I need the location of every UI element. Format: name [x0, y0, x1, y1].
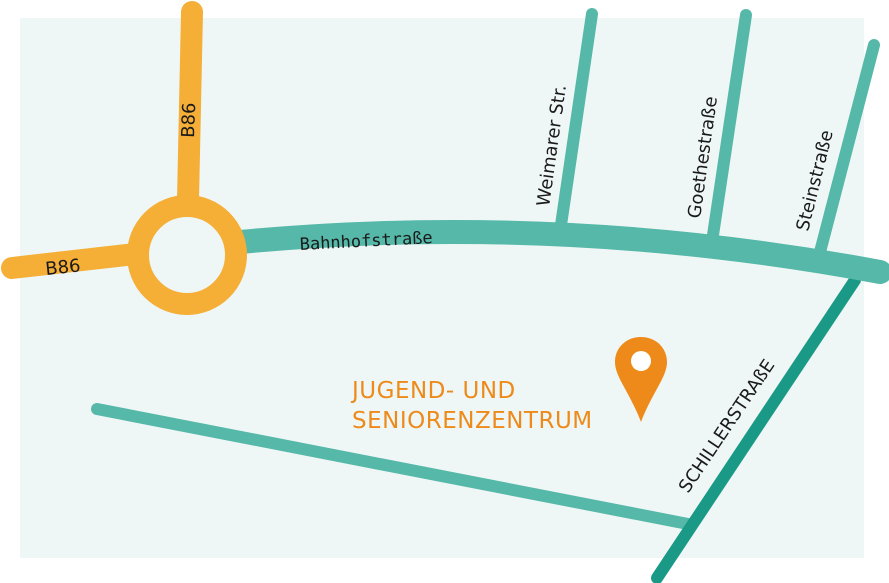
b86-north-label: B86 — [178, 102, 200, 138]
unnamed-south-street — [91, 403, 694, 530]
b86-west-road — [1, 243, 146, 279]
goethestrasse-road — [707, 9, 752, 241]
map-pin-icon[interactable] — [615, 337, 667, 422]
b86-west-label: B86 — [44, 255, 81, 280]
b86-north-road — [177, 1, 203, 211]
poi-label-line2: SENIORENZENTRUM — [352, 408, 593, 434]
steinstrasse-road — [814, 39, 880, 258]
bahnhofstrasse-road — [228, 220, 889, 284]
roundabout — [127, 195, 247, 315]
schillerstrasse-road — [651, 274, 861, 583]
poi-label-line1: JUGEND- UND — [350, 378, 516, 404]
weimarer-str-road — [555, 8, 598, 231]
